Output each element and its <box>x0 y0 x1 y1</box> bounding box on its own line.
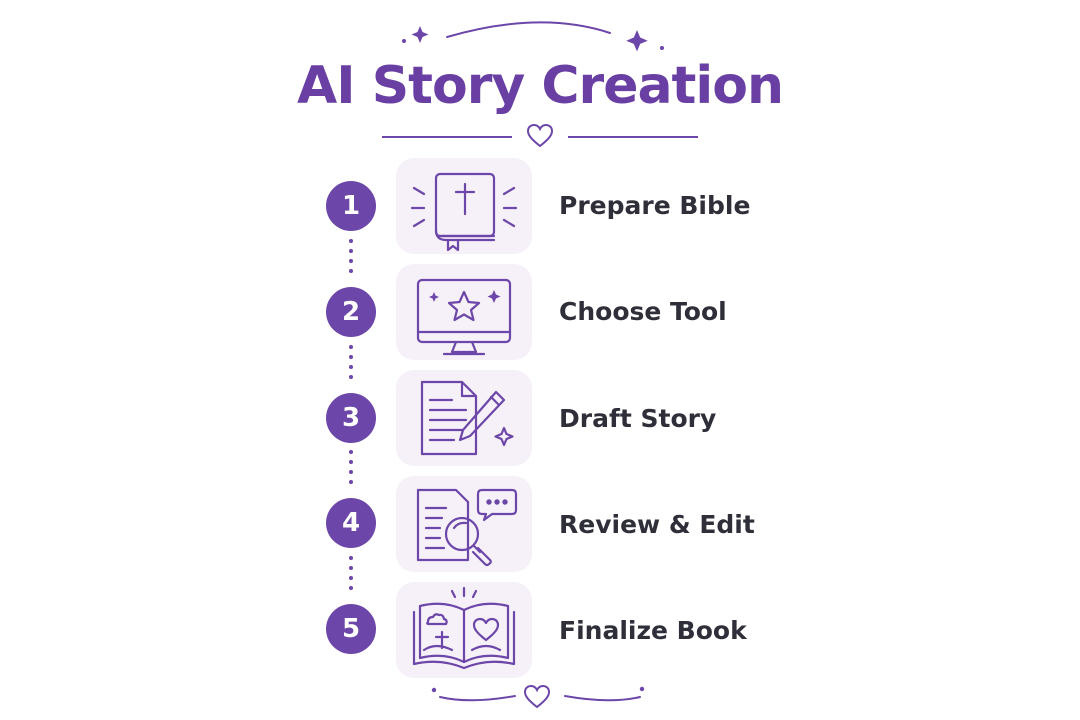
bottom-flourish <box>439 684 641 709</box>
step-number: 5 <box>326 604 376 654</box>
monitor-star-icon <box>416 278 512 356</box>
step-label: Finalize Book <box>559 616 747 645</box>
step-icon-tile <box>396 370 532 466</box>
document-pencil-icon <box>420 380 514 456</box>
document-magnifier-icon <box>416 488 518 567</box>
heart-icon <box>523 684 551 709</box>
step-number: 2 <box>326 287 376 337</box>
step-number: 1 <box>326 181 376 231</box>
open-book-icon <box>412 586 516 670</box>
step-icon-tile <box>396 582 532 678</box>
step-number: 3 <box>326 393 376 443</box>
step-label: Review & Edit <box>559 510 755 539</box>
step-label: Prepare Bible <box>559 191 751 220</box>
step-number: 4 <box>326 498 376 548</box>
step-label: Choose Tool <box>559 297 727 326</box>
top-arc <box>446 21 611 38</box>
step-icon-tile <box>396 476 532 572</box>
title-divider <box>382 123 698 148</box>
step-label: Draft Story <box>559 404 717 433</box>
step-icon-tile <box>396 264 532 360</box>
step-icon-tile <box>396 158 532 254</box>
bible-icon <box>410 172 518 252</box>
page-title: AI Story Creation <box>297 56 784 116</box>
heart-icon <box>526 123 554 148</box>
sparkle-icon <box>402 26 664 52</box>
step-connector <box>349 239 353 590</box>
